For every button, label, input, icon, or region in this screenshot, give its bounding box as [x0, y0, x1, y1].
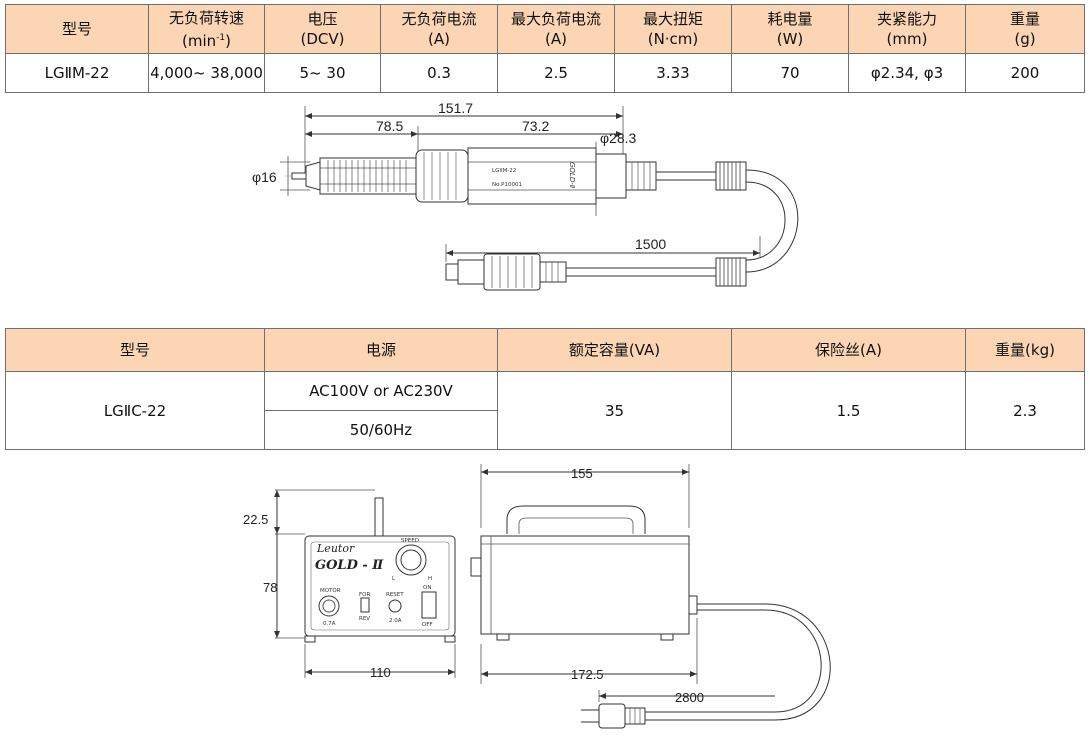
header-max-torque: 最大扭矩(N·cm): [614, 4, 732, 54]
cell-max-current: 2.5: [497, 53, 615, 93]
cell-power-frequency: 50/60Hz: [264, 410, 498, 450]
model-logo: GOLD - Ⅱ: [315, 558, 384, 573]
brand-logo: Leutor: [316, 542, 355, 555]
header-noload-current: 无负荷电流(A): [380, 4, 498, 54]
header-power: 耗电量(W): [731, 4, 849, 54]
cell-model: LGⅡM-22: [5, 53, 149, 93]
table-header-row: 型号 电源 额定容量(VA) 保险丝(A) 重量(kg): [5, 328, 1085, 372]
dim-box-depth: 155: [571, 466, 593, 481]
speed-label: SPEED: [401, 538, 419, 544]
header-model: 型号: [5, 328, 265, 372]
motor-rating: 0.7A: [323, 621, 336, 627]
header-voltage: 电压(DCV): [264, 4, 381, 54]
header-max-current: 最大负荷电流(A): [497, 4, 615, 54]
switch-on-label: ON: [423, 585, 431, 591]
cell-power-voltage: AC100V or AC230V: [264, 371, 498, 411]
dim-rear-length: 73.2: [522, 118, 549, 134]
header-fuse: 保险丝(A): [731, 328, 966, 372]
cell-clamp: φ2.34, φ3: [848, 53, 966, 93]
header-power-source: 电源: [264, 328, 498, 372]
dim-total-length: 151.7: [438, 100, 473, 116]
controller-spec-table: 型号 电源 额定容量(VA) 保险丝(A) 重量(kg) LGⅡC-22 AC1…: [5, 328, 1085, 450]
dim-depth-total: 172.5: [571, 667, 604, 682]
header-weight: 重量(kg): [965, 328, 1085, 372]
cell-max-torque: 3.33: [614, 53, 732, 93]
cell-voltage: 5~ 30: [264, 53, 381, 93]
dim-box-width: 110: [370, 665, 391, 680]
table-row: 50/60Hz: [6, 410, 1085, 450]
dir-forward-label: FOR: [359, 592, 370, 598]
header-model: 型号: [5, 4, 149, 54]
fuse-rating: 2.0A: [389, 618, 402, 624]
handpiece-drawing: 151.7 78.5 73.2 φ28.3 φ16 LGIIM-22 No.P1…: [252, 100, 799, 291]
header-clamp: 夹紧能力(mm): [848, 4, 966, 54]
dim-cord-length: 2800: [675, 690, 704, 705]
knob-high-label: H: [428, 576, 432, 582]
body-serial-label: No.P10001: [492, 182, 522, 188]
motor-spec-table: 型号 无负荷转速(min-1) 电压(DCV) 无负荷电流(A) 最大负荷电流(…: [5, 4, 1085, 93]
controller-drawing: 22.5 78 Leutor GOLD - Ⅱ SPEED L H MOTOR …: [243, 464, 831, 729]
table-row: LGⅡM-22 4,000~ 38,000 5~ 30 0.3 2.5 3.33…: [5, 53, 1085, 93]
switch-off-label: OFF: [422, 622, 433, 628]
body-brand-label: GOLD-Ⅱ: [568, 162, 576, 189]
cell-weight: 2.3: [965, 371, 1085, 450]
header-weight: 重量(g): [965, 4, 1085, 54]
header-speed: 无负荷转速(min-1): [148, 4, 265, 54]
motor-label: MOTOR: [320, 588, 341, 594]
cell-speed: 4,000~ 38,000: [148, 53, 265, 93]
dim-rear-diameter: φ28.3: [600, 130, 637, 146]
dim-front-diameter: φ16: [252, 169, 277, 185]
table-header-row: 型号 无负荷转速(min-1) 电压(DCV) 无负荷电流(A) 最大负荷电流(…: [5, 4, 1085, 54]
dim-box-height: 78: [263, 580, 277, 595]
reset-label: RESET: [386, 592, 404, 598]
body-model-label: LGIIM-22: [492, 168, 516, 174]
cell-fuse: 1.5: [731, 371, 966, 450]
knob-low-label: L: [392, 576, 396, 582]
header-capacity: 额定容量(VA): [497, 328, 732, 372]
cell-power: 70: [731, 53, 849, 93]
table-row: LGⅡC-22 AC100V or AC230V 35 1.5 2.3: [5, 371, 1085, 450]
cell-weight: 200: [965, 53, 1085, 93]
cell-capacity: 35: [497, 371, 732, 450]
cell-model: LGⅡC-22: [5, 371, 265, 450]
dim-antenna-height: 22.5: [243, 512, 268, 527]
dir-reverse-label: REV: [359, 616, 370, 622]
cell-noload-current: 0.3: [380, 53, 498, 93]
dim-front-length: 78.5: [376, 118, 403, 134]
dim-cable-length: 1500: [635, 236, 666, 252]
